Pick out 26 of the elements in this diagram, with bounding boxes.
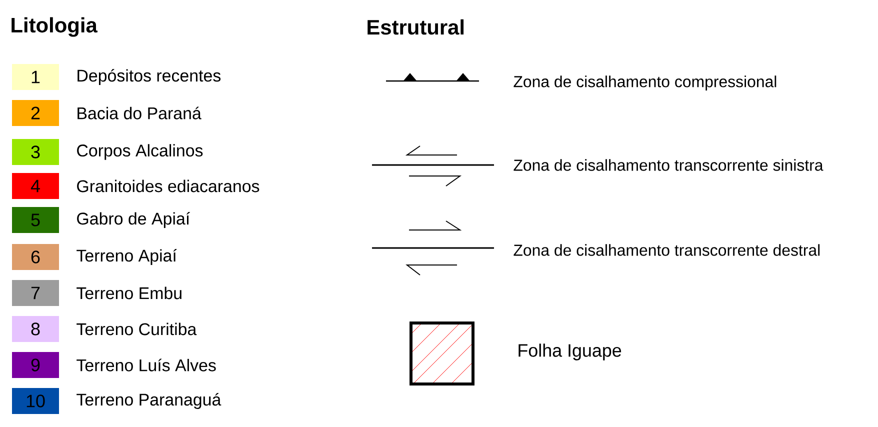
legend-text: Gabro de Apiaí [77,212,190,228]
legend-text: Zona de cisalhamento transcorrente destral [514,244,820,256]
legend-text: Terreno Luís Alves [76,358,216,372]
legend-text: Terreno Apiaí [76,249,177,265]
legend-text: Zona de cisalhamento transcorrente sinistra [514,159,824,171]
legend-text: Zona de cisalhamento compressional [514,76,776,90]
legend-text: Terreno Curitiba [76,322,197,336]
section-heading: Litologia [12,17,98,37]
swatch-number: 6 [31,250,40,264]
swatch-number: 3 [31,146,40,158]
legend-text: Corpos Alcalinos [77,144,203,160]
swatch-number: 1 [32,70,40,84]
swatch-number: 5 [31,214,40,226]
section-heading: Estrutural [368,19,464,35]
swatch-number: 9 [31,358,40,372]
legend-text: Folha Iguape [518,344,622,360]
swatch-number: 2 [31,106,40,120]
legend-text: Terreno Paranaguá [76,393,222,409]
legend-text: Depósitos recentes [78,69,221,85]
legend-text: Bacia do Paraná [78,106,202,120]
swatch-number: 4 [30,180,40,192]
swatch-number: 8 [31,322,40,336]
legend-text: Granitoides ediacaranos [77,180,260,192]
legend-text: Terreno Embu [76,286,182,300]
swatch-number: 7 [31,286,40,300]
swatch-number: 10 [26,394,45,408]
